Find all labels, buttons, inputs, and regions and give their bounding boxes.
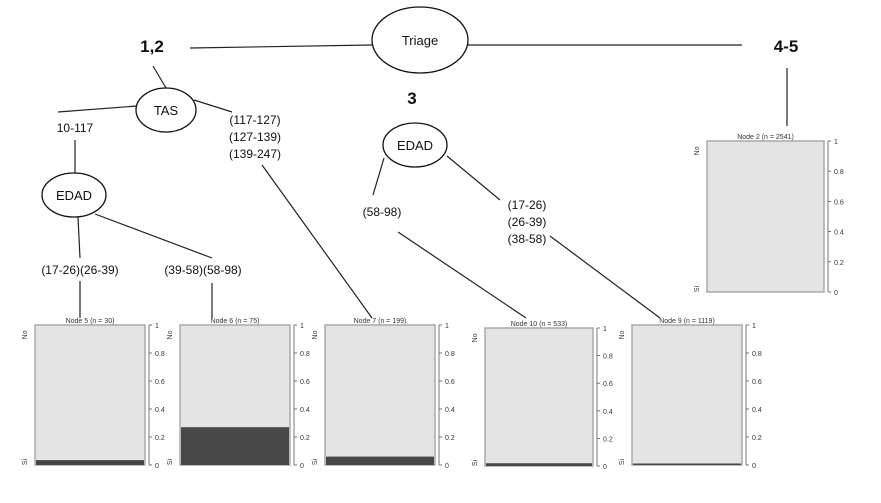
node-title: Node 5 (n = 30) xyxy=(66,318,115,325)
node-title: Node 7 (n = 199) xyxy=(354,318,407,325)
y-tick-label: 0.4 xyxy=(752,407,762,414)
branch-label-tas-right-1: (117-127) xyxy=(229,113,280,127)
y-tick-label: 1 xyxy=(155,323,159,330)
branch-label-edad-mid-b-1: (17-26) xyxy=(508,198,547,212)
y-tick-label: 0 xyxy=(603,464,607,471)
y-tick-label: 0.8 xyxy=(445,351,455,358)
branch-label-tas-left: 10-117 xyxy=(57,121,94,135)
y-tick-label: 0.4 xyxy=(603,409,613,416)
y-tick-label: 0.8 xyxy=(155,351,165,358)
tas-node-label: TAS xyxy=(154,103,179,118)
category-label-no: No xyxy=(312,330,319,339)
category-label-si: Si xyxy=(694,285,701,292)
edge-edad-left-b xyxy=(94,213,213,259)
bar-si xyxy=(633,463,741,465)
tas-node-ellipse xyxy=(135,87,197,133)
bar-no xyxy=(706,140,825,293)
y-tick-label: 0.2 xyxy=(155,435,165,442)
edad-mid-node-label: EDAD xyxy=(397,138,433,153)
category-label-no: No xyxy=(619,330,626,339)
edge-tas-right xyxy=(193,99,233,113)
y-tick-label: 0 xyxy=(155,463,159,470)
branch-label-edad-mid-a: (58-98) xyxy=(363,205,402,219)
y-tick-label: 0.6 xyxy=(155,379,165,386)
y-tick-label: 0.6 xyxy=(834,199,844,206)
bar-si xyxy=(36,460,144,465)
edad-mid-node-ellipse xyxy=(382,122,448,168)
edge-to-node10 xyxy=(397,231,527,319)
edges xyxy=(57,44,788,319)
bar-no xyxy=(34,324,146,466)
y-tick-label: 0 xyxy=(300,463,304,470)
edge-to-tas xyxy=(152,65,167,89)
bar-si xyxy=(181,427,289,465)
node-title: Node 6 (n = 75) xyxy=(211,318,260,325)
node-title: Node 9 (n = 1119) xyxy=(659,318,715,325)
edge-to-node9 xyxy=(549,235,661,319)
y-tick-label: 0.2 xyxy=(603,436,613,443)
edge-edad-mid-b xyxy=(446,155,501,201)
edad-left-node-ellipse xyxy=(41,172,107,218)
bar-si xyxy=(486,463,592,466)
y-tick-label: 1 xyxy=(603,326,607,333)
category-label-no: No xyxy=(22,330,29,339)
y-tick-label: 0.8 xyxy=(834,169,844,176)
y-tick-label: 0.6 xyxy=(603,381,613,388)
y-tick-label: 0 xyxy=(445,463,449,470)
edge-tas-left xyxy=(57,105,138,113)
branch-label-tas-right-3: (139-247) xyxy=(229,147,281,161)
edge-to-node7 xyxy=(261,164,373,319)
node-title: Node 2 (n = 2541) xyxy=(737,134,794,141)
category-label-no: No xyxy=(167,330,174,339)
bar-no xyxy=(631,324,743,466)
category-label-si: Si xyxy=(472,459,479,466)
node-title: Node 10 (n = 533) xyxy=(511,321,568,328)
y-tick-label: 1 xyxy=(445,323,449,330)
y-tick-label: 0.2 xyxy=(752,435,762,442)
branch-label-3: 3 xyxy=(407,89,416,108)
y-tick-label: 0.2 xyxy=(834,260,844,267)
branch-label-edad-mid-b-3: (38-58) xyxy=(508,232,547,246)
category-label-si: Si xyxy=(167,458,174,465)
y-tick-label: 0 xyxy=(834,290,838,297)
y-tick-label: 0.6 xyxy=(300,379,310,386)
branch-label-edad-left-b: (39-58)(58-98) xyxy=(164,263,241,277)
y-tick-label: 0 xyxy=(752,463,756,470)
y-tick-label: 0.2 xyxy=(300,435,310,442)
root-node-label: Triage xyxy=(402,33,438,48)
category-label-si: Si xyxy=(619,458,626,465)
y-tick-label: 1 xyxy=(300,323,304,330)
y-tick-label: 0.4 xyxy=(155,407,165,414)
y-tick-label: 0.6 xyxy=(752,379,762,386)
branch-label-4-5: 4-5 xyxy=(774,37,799,56)
y-tick-label: 0.4 xyxy=(834,230,844,237)
category-label-no: No xyxy=(694,146,701,155)
category-label-no: No xyxy=(472,333,479,342)
edge-edad-mid-a xyxy=(372,157,385,196)
y-tick-label: 1 xyxy=(752,323,756,330)
bar-no xyxy=(484,327,594,467)
y-tick-label: 0.8 xyxy=(300,351,310,358)
bar-no xyxy=(324,324,436,466)
category-label-si: Si xyxy=(312,458,319,465)
category-label-si: Si xyxy=(22,458,29,465)
y-tick-label: 0.2 xyxy=(445,435,455,442)
edad-left-node-label: EDAD xyxy=(56,188,92,203)
y-tick-label: 0.4 xyxy=(300,407,310,414)
y-tick-label: 1 xyxy=(834,139,838,146)
y-tick-label: 0.8 xyxy=(752,351,762,358)
y-tick-label: 0.4 xyxy=(445,407,455,414)
bar-si xyxy=(326,456,434,465)
y-tick-label: 0.6 xyxy=(445,379,455,386)
branch-label-edad-mid-b-2: (26-39) xyxy=(508,215,547,229)
edge-edad-left-a xyxy=(77,216,81,259)
branch-label-tas-right-2: (127-139) xyxy=(229,130,281,144)
branch-label-1-2: 1,2 xyxy=(140,37,164,56)
y-tick-label: 0.8 xyxy=(603,354,613,361)
edge-root-left xyxy=(189,44,373,49)
root-node-ellipse xyxy=(371,6,469,74)
branch-label-edad-left-a: (17-26)(26-39) xyxy=(41,263,118,277)
